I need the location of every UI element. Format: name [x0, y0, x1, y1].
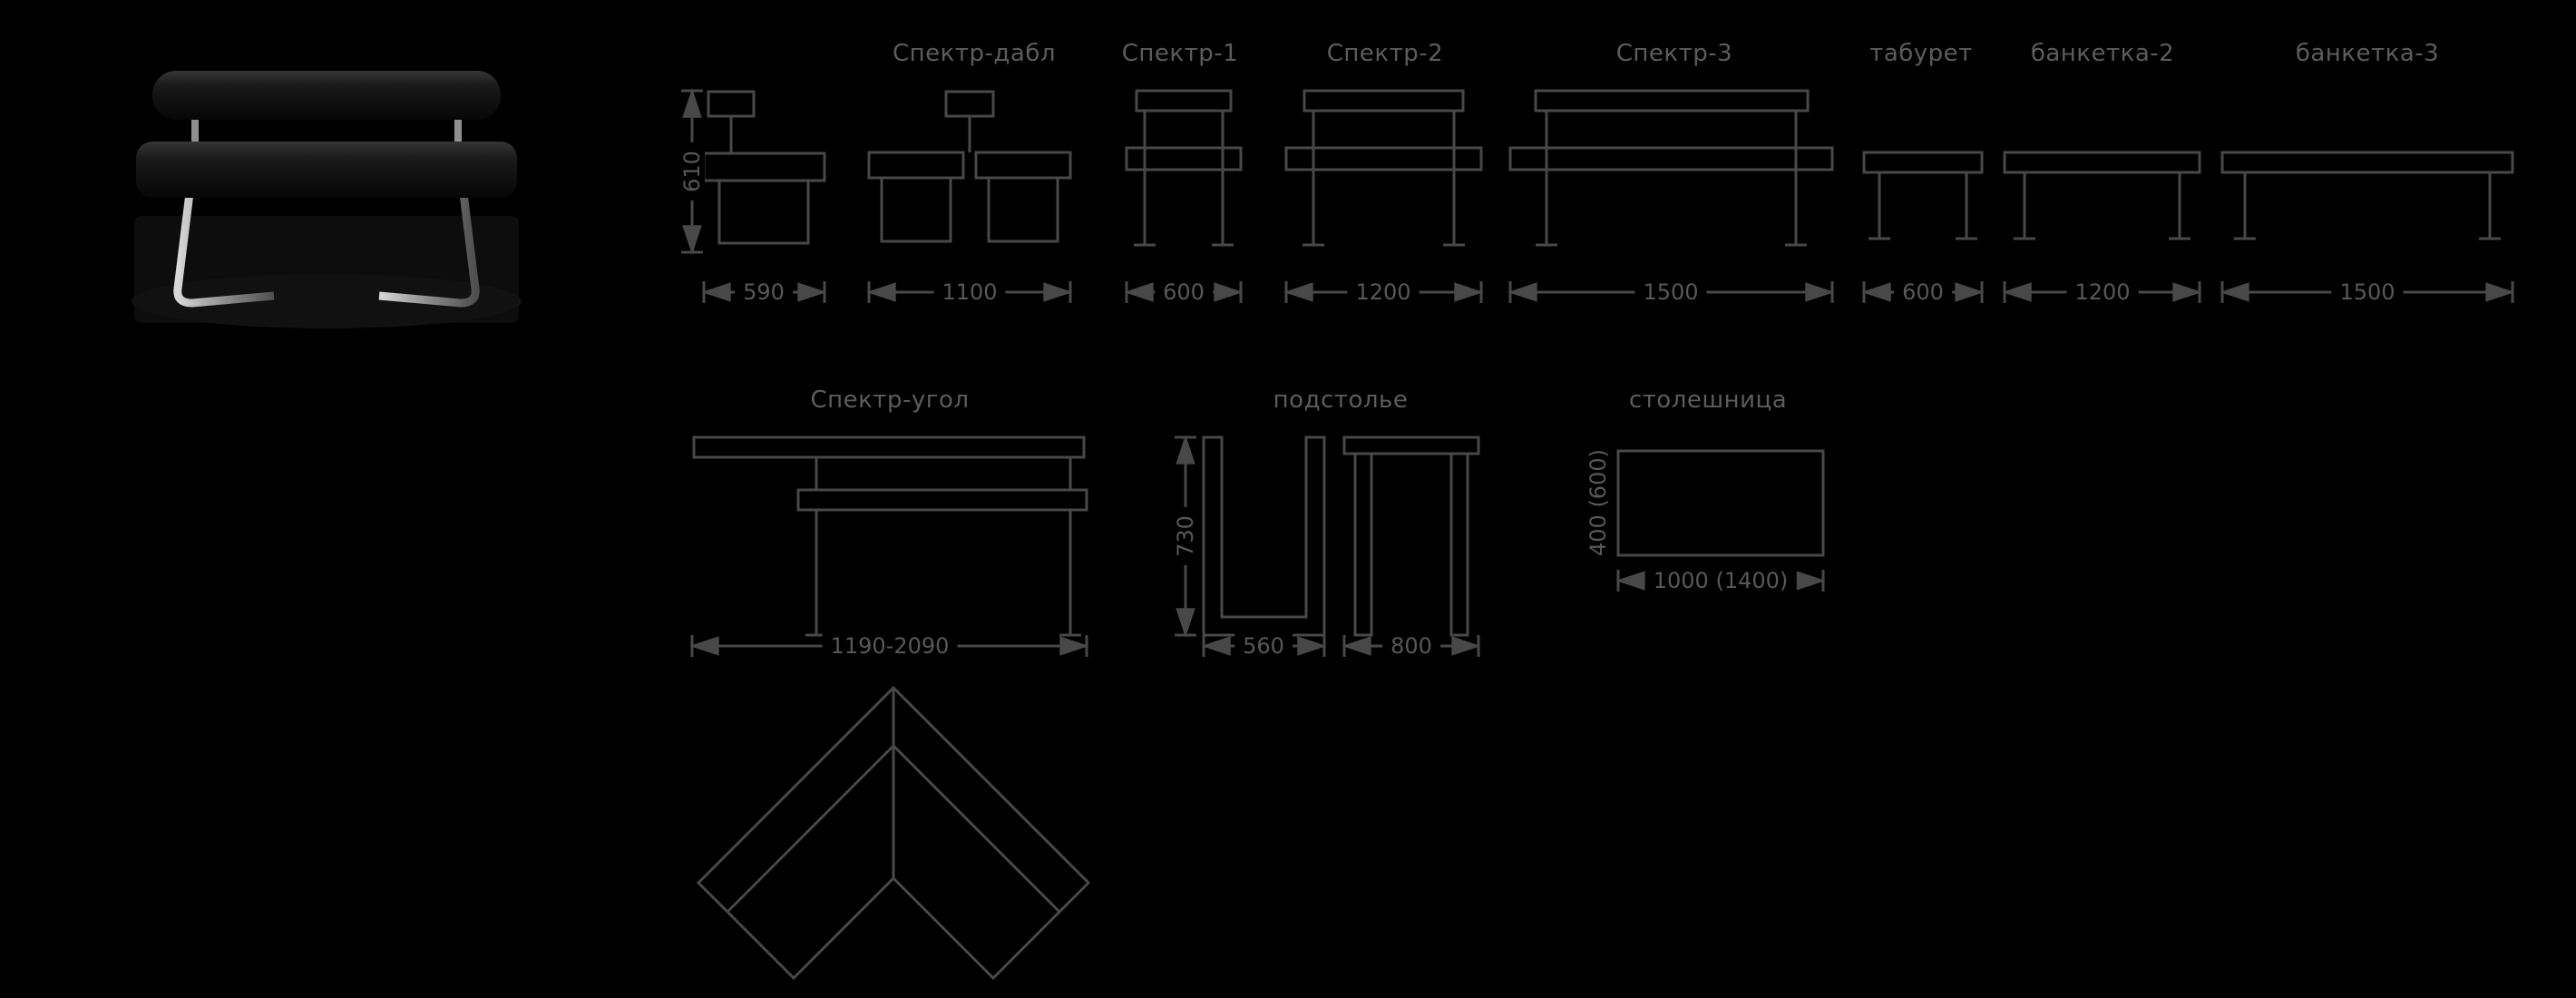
- bench-backrest-cushion: [152, 71, 501, 120]
- podstolye-p-width-dim: 800: [1382, 633, 1440, 659]
- product-photo: [132, 71, 522, 328]
- label-spektr-2: Спектр-2: [1326, 40, 1444, 67]
- stoleshnitsa-depth-dim: 400 (600): [1586, 441, 1611, 564]
- drawing-spektr-ugol: [689, 435, 1089, 657]
- label-spektr-3: Спектр-3: [1615, 40, 1733, 67]
- photo-reflection: [132, 274, 522, 328]
- bench-right-leg: [378, 185, 480, 308]
- taburet-width-dim: 600: [1894, 279, 1952, 305]
- label-banketka-2: банкетка-2: [2030, 40, 2175, 67]
- label-spektr-ugol: Спектр-угол: [810, 386, 970, 414]
- label-podstolye: подстолье: [1273, 386, 1409, 414]
- spektr-2-width-dim: 1200: [1347, 279, 1420, 305]
- drawing-podstolye-u: [1201, 435, 1327, 657]
- label-stoleshnitsa: столешница: [1628, 386, 1788, 414]
- spektr-dabl-width-dim: 1100: [933, 279, 1006, 305]
- drawing-corner-top-view: [696, 685, 1091, 981]
- label-taburet: табурет: [1869, 40, 1973, 67]
- spektr-width-dim: 590: [735, 279, 793, 305]
- drawing-spektr: [701, 90, 827, 303]
- drawing-spektr-dabl: [866, 90, 1073, 303]
- spektr-ugol-width-dim: 1190-2090: [822, 633, 958, 659]
- banketka-2-width-dim: 1200: [2066, 279, 2139, 305]
- banketka-3-width-dim: 1500: [2331, 279, 2404, 305]
- bench-seat-cushion: [136, 142, 517, 198]
- drawing-spektr-1: [1124, 89, 1244, 303]
- stoleshnitsa-width-dim: 1000 (1400): [1644, 568, 1797, 593]
- drawing-spektr-2: [1283, 89, 1484, 303]
- bench-left-leg: [173, 185, 275, 308]
- label-spektr-dabl: Спектр-дабл: [893, 40, 1056, 67]
- spektr-3-width-dim: 1500: [1634, 279, 1707, 305]
- spektr-height-dim: 610: [679, 142, 705, 201]
- spektr-1-width-dim: 600: [1155, 279, 1213, 305]
- label-spektr-1: Спектр-1: [1121, 40, 1239, 67]
- label-banketka-3: банкетка-3: [2295, 40, 2440, 67]
- drawing-spektr-3: [1508, 89, 1835, 303]
- drawing-podstolye-p: [1342, 435, 1481, 657]
- podstolye-height-dim: 730: [1173, 507, 1198, 565]
- drawing-taburet: [1861, 151, 1985, 303]
- podstolye-u-width-dim: 560: [1234, 633, 1293, 659]
